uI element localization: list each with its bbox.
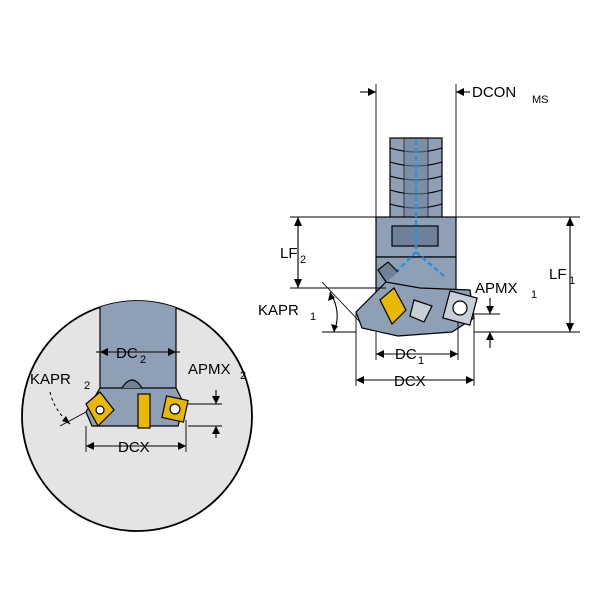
dim-dcx-main: DCX xyxy=(355,312,475,390)
label-dc2-sub: 2 xyxy=(140,354,146,366)
dim-dc1: DC 1 xyxy=(375,322,459,367)
dim-dcon-ms: DCON MS xyxy=(360,84,549,217)
label-apmx2: APMX xyxy=(188,361,231,378)
label-lf1-sub: 1 xyxy=(569,275,575,287)
label-dcon-ms: DCON xyxy=(472,84,516,101)
dim-lf1: LF 1 xyxy=(456,216,580,333)
label-lf2: LF xyxy=(280,245,298,262)
dim-apmx1: APMX 1 xyxy=(474,280,537,348)
dim-dcx-detail: DCX xyxy=(85,420,187,456)
label-lf1: LF xyxy=(549,266,567,283)
label-apmx1-sub: 1 xyxy=(531,289,537,301)
label-apmx2-sub: 2 xyxy=(240,370,246,382)
label-kapr2-sub: 2 xyxy=(84,380,90,392)
dim-dc2: DC 2 xyxy=(96,345,180,366)
label-kapr1: KAPR xyxy=(258,302,299,319)
label-lf2-sub: 2 xyxy=(300,254,306,266)
label-kapr1-sub: 1 xyxy=(310,311,316,323)
main-insert-right xyxy=(442,290,478,326)
main-insert-left xyxy=(379,287,407,326)
label-dc2: DC xyxy=(116,345,138,362)
detail-view: DC 2 APMX 2 KAPR 2 xyxy=(21,300,253,532)
label-apmx1: APMX xyxy=(475,280,518,297)
label-kapr2: KAPR xyxy=(30,371,71,388)
detail-insert-center xyxy=(137,393,151,429)
insert-screw-icon xyxy=(452,300,468,316)
label-dc1-sub: 1 xyxy=(418,355,424,367)
coolant-channel xyxy=(391,140,445,277)
dim-lf2: LF 2 xyxy=(280,216,386,289)
label-dcx-main: DCX xyxy=(394,373,426,390)
label-dcon-ms-sub: MS xyxy=(532,94,549,106)
label-dcx-detail: DCX xyxy=(118,439,150,456)
dim-kapr2: KAPR 2 xyxy=(30,371,90,427)
dim-kapr1: KAPR 1 xyxy=(258,281,361,333)
detail-shank xyxy=(99,301,177,391)
label-dc1: DC xyxy=(395,346,417,363)
main-tool-view: DCON MS LF 2 LF 1 xyxy=(258,84,580,390)
insert-wedge xyxy=(409,299,433,323)
dim-apmx2: APMX 2 xyxy=(188,361,246,438)
